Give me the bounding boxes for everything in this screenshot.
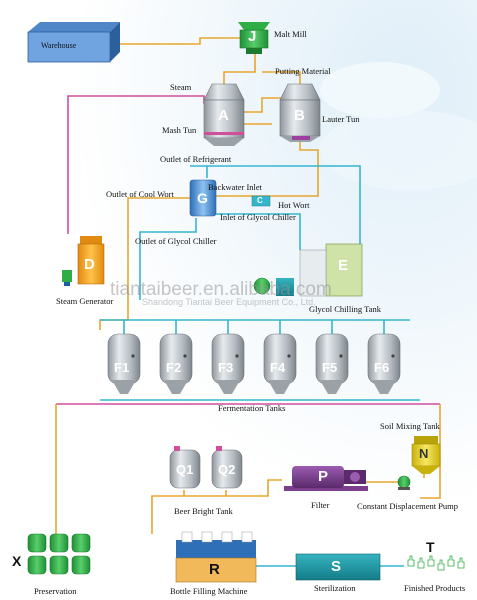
preservation-kegs bbox=[27, 533, 91, 575]
background-cloud bbox=[320, 62, 440, 118]
bottle-filling-machine bbox=[175, 531, 257, 583]
lauter-tun-letter: B bbox=[294, 107, 305, 124]
fermentation-tanks-label: Fermentation Tanks bbox=[218, 403, 286, 413]
pipe-mash-to-lauter bbox=[244, 97, 282, 113]
mash-tun-label: Mash Tun bbox=[162, 125, 197, 135]
bright-tanks bbox=[169, 446, 243, 489]
preservation-letter: X bbox=[12, 553, 22, 569]
warehouse-label: Warehouse bbox=[41, 41, 77, 50]
backwater-inlet-label: Backwater Inlet bbox=[208, 182, 263, 192]
pipe-to-lauter bbox=[262, 71, 301, 84]
filter-letter: P bbox=[318, 468, 329, 485]
finished-products-letter: T bbox=[426, 539, 435, 555]
soil-mixing-letter: N bbox=[419, 446, 429, 461]
fermentation-tank-f3-label: F3 bbox=[218, 360, 234, 375]
outlet-cool-wort-label: Outlet of Cool Wort bbox=[106, 189, 174, 199]
fermentation-tank-f4 bbox=[263, 333, 297, 394]
filter-label: Filter bbox=[311, 500, 330, 510]
pipe-mill-to-mash bbox=[223, 46, 256, 84]
sterilization-label: Sterilization bbox=[314, 583, 356, 593]
fermentation-tanks bbox=[107, 333, 401, 394]
outlet-refrigerant-label: Outlet of Refrigerant bbox=[160, 154, 232, 164]
steam-generator-letter: D bbox=[84, 256, 95, 273]
sterilization-unit bbox=[295, 553, 381, 581]
glycol-tank-letter: E bbox=[338, 257, 349, 274]
displacement-pump bbox=[397, 475, 411, 490]
pump-label: Constant Displacement Pump bbox=[357, 501, 459, 511]
mash-tun bbox=[203, 83, 245, 146]
pipe-refrigerant bbox=[190, 165, 361, 250]
malt-mill-letter: J bbox=[248, 28, 257, 45]
heat-exchanger-letter: G bbox=[197, 190, 208, 206]
hot-wort-label: Hot Wort bbox=[278, 200, 310, 210]
pipe-warehouse-to-mill bbox=[112, 37, 240, 45]
finished-products-label: Finished Products bbox=[404, 583, 466, 593]
sterilization-letter: S bbox=[331, 558, 342, 575]
malt-mill bbox=[238, 22, 270, 54]
heat-exchanger-small-letter: C bbox=[257, 196, 263, 205]
mash-tun-letter: A bbox=[218, 107, 229, 124]
finished-bottles bbox=[407, 555, 465, 571]
outlet-glycol-label: Outlet of Glycol Chiller bbox=[135, 236, 217, 246]
fermentation-tank-f1 bbox=[107, 333, 141, 394]
pipe-glycol-inlet bbox=[216, 213, 301, 250]
bright-tank-q1-label: Q1 bbox=[176, 462, 194, 477]
fermentation-tank-f3 bbox=[211, 333, 245, 394]
putting-material-label: Putting Material bbox=[275, 66, 331, 76]
steam-label: Steam bbox=[170, 82, 192, 92]
bottle-filling-letter: R bbox=[209, 561, 220, 578]
inlet-glycol-label: Inlet of Glycol Chiller bbox=[220, 212, 296, 222]
soil-mixing-tank bbox=[411, 436, 441, 474]
bottle-filling-label: Bottle Filling Machine bbox=[170, 586, 248, 596]
glycol-tank-label: Glycol Chilling Tank bbox=[309, 304, 381, 314]
pipe-ferment-drops bbox=[123, 320, 385, 334]
soil-mixing-label: Soil Mixing Tank bbox=[380, 421, 440, 431]
steam-generator bbox=[62, 236, 105, 286]
heat-exchanger bbox=[189, 179, 271, 217]
pipe-filter-to-bright bbox=[151, 479, 282, 534]
bright-tank-q1 bbox=[169, 446, 201, 489]
fermentation-tank-f6 bbox=[367, 333, 401, 394]
lauter-tun-label: Lauter Tun bbox=[322, 114, 360, 124]
fermentation-tank-f6-label: F6 bbox=[374, 360, 390, 375]
fermentation-tank-f5-label: F5 bbox=[322, 360, 338, 375]
warehouse-building bbox=[27, 22, 120, 63]
watermark-main: tiantaibeer.en.alibaba.com bbox=[110, 279, 332, 300]
lauter-tun bbox=[279, 83, 321, 142]
fermentation-tank-f5 bbox=[315, 333, 349, 394]
malt-mill-label: Malt Mill bbox=[274, 29, 307, 39]
bright-tank-q2 bbox=[211, 446, 243, 489]
pipe-to-soil bbox=[420, 404, 441, 499]
fermentation-tank-f2-label: F2 bbox=[166, 360, 182, 375]
fermentation-tank-f1-label: F1 bbox=[114, 360, 130, 375]
bright-tank-q2-label: Q2 bbox=[218, 462, 236, 477]
fermentation-tank-f2 bbox=[159, 333, 193, 394]
fermentation-tank-f4-label: F4 bbox=[270, 360, 286, 375]
pipe-glycol-outlet bbox=[139, 218, 197, 300]
glycol-chilling-tank bbox=[253, 243, 363, 297]
pipe-hot-wort bbox=[216, 140, 319, 197]
preservation-label: Preservation bbox=[34, 586, 77, 596]
bright-tank-label: Beer Bright Tank bbox=[174, 506, 233, 516]
steam-generator-label: Steam Generator bbox=[56, 296, 114, 306]
watermark-sub: Shandong Tiantai Beer Equipment Co., Ltd… bbox=[142, 297, 316, 307]
filter-unit bbox=[284, 466, 368, 491]
pipe-bright-drops bbox=[183, 490, 227, 496]
